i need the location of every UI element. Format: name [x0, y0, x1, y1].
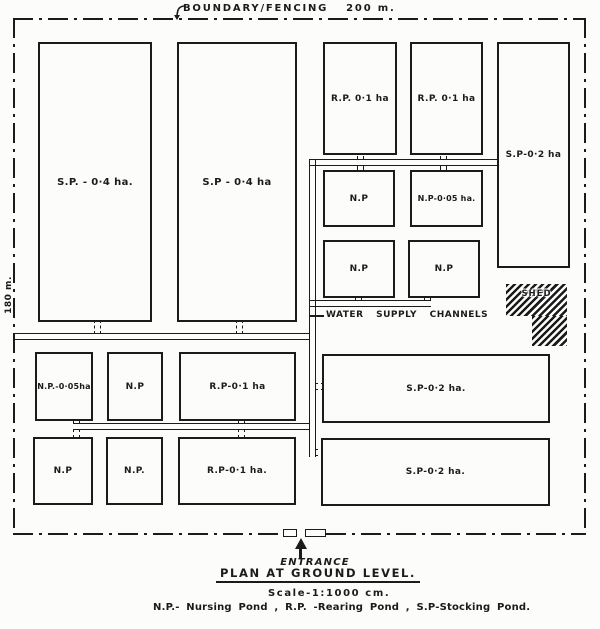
boundary-height-label: 180 m. [4, 276, 14, 314]
pond: S.P - 0·4 ha [177, 42, 297, 322]
pond: R.P. 0·1 ha [410, 42, 483, 155]
water-channel [309, 159, 497, 166]
water-channel [13, 333, 309, 340]
water-channel [309, 300, 431, 307]
channel-inlet [315, 383, 324, 390]
water-channel [74, 423, 309, 430]
water-supply-channels-label: WATER SUPPLY CHANNELS [326, 310, 489, 320]
channel-inlet [440, 165, 447, 171]
pond: S.P-0·2 ha. [322, 354, 550, 423]
channel-inlet [236, 320, 243, 334]
entrance-arrow-icon [299, 547, 302, 558]
boundary-length-text: 200 m. [346, 3, 396, 14]
plan-scale: Scale-1:1000 cm. [268, 588, 391, 599]
pond: R.P. 0·1 ha [323, 42, 397, 155]
boundary-fence-bottom-right [326, 533, 586, 535]
channel-inlet [73, 429, 80, 438]
shed [532, 316, 567, 346]
shed-label: SHED [521, 289, 552, 299]
boundary-label: BOUNDARY/FENCING 200 m. [183, 3, 396, 14]
entrance-arrow-icon [295, 538, 307, 549]
entrance-gate-left [283, 529, 297, 537]
pond: N.P [323, 240, 395, 298]
pond: N.P [107, 352, 163, 421]
pond: S.P-0·2 ha. [321, 438, 550, 506]
plan-legend: N.P.- Nursing Pond , R.P. -Rearing Pond … [153, 602, 531, 613]
pond: R.P-0·1 ha. [178, 437, 296, 505]
pond: N.P [408, 240, 480, 298]
pond: N.P. [106, 437, 163, 505]
pond: S.P-0·2 ha [497, 42, 570, 268]
plan-title: PLAN AT GROUND LEVEL. [216, 566, 420, 583]
channel-inlet [315, 449, 324, 456]
boundary-label-text: BOUNDARY/FENCING [183, 3, 329, 14]
boundary-fence-top [13, 18, 586, 20]
channel-inlet [357, 165, 364, 171]
channel-inlet [238, 429, 245, 438]
pond: N.P [323, 170, 395, 227]
channel-inlet [94, 320, 101, 334]
water-channel [309, 159, 316, 457]
shed [506, 284, 567, 316]
boundary-fence-bottom-left [13, 533, 284, 535]
pond: R.P-0·1 ha [179, 352, 296, 421]
boundary-fence-right [584, 18, 586, 533]
entrance-label: ENTRANCE [280, 557, 350, 568]
channel-inlet [357, 151, 364, 159]
pond: N.P-0·05 ha. [410, 170, 483, 227]
pond: S.P. - 0·4 ha. [38, 42, 152, 322]
channel-inlet [440, 151, 447, 159]
channels-leader-line [309, 315, 324, 317]
pond: N.P.-0·05ha [35, 352, 93, 421]
boundary-fence-left [13, 18, 15, 533]
pond: N.P [33, 437, 93, 505]
entrance-gate-right [305, 529, 326, 537]
